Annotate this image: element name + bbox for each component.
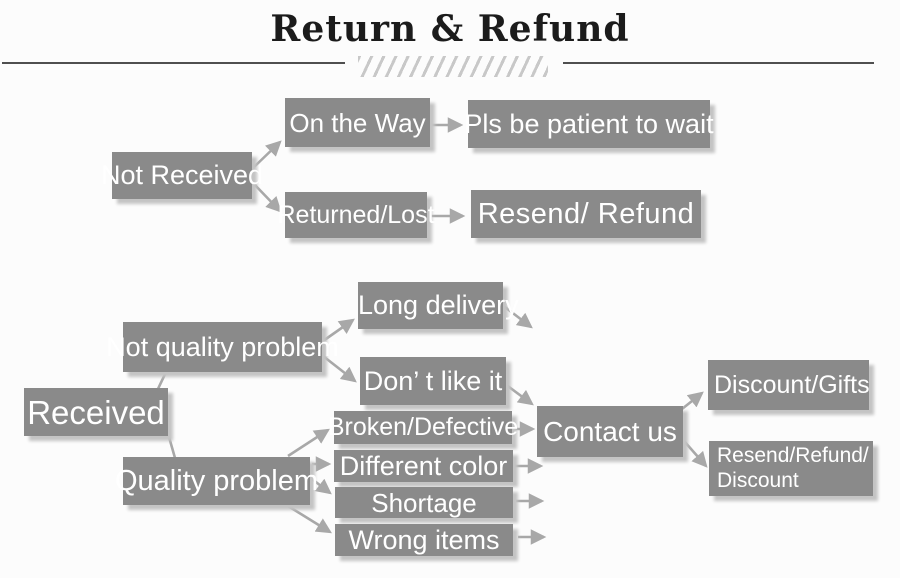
node-pls-be-patient-label: Pls be patient to wait — [464, 108, 714, 139]
arrow-notreceived-ontheway — [253, 140, 282, 168]
node-resend-refund: Resend/ Refund — [471, 190, 701, 238]
node-dont-like-it: Don’ t like it — [360, 357, 506, 405]
title-rule-right — [563, 62, 874, 64]
node-contact-us-label: Contact us — [543, 415, 677, 447]
node-pls-be-patient: Pls be patient to wait — [464, 100, 714, 148]
node-not-quality-problem: Not quality problem — [106, 322, 339, 372]
node-returned-lost-label: Returned/Lost — [277, 200, 435, 229]
arrow-notquality-dontlike — [322, 354, 357, 383]
line-received-notquality — [155, 371, 168, 392]
node-received: Received — [24, 388, 168, 436]
node-long-delivery: Long delivery — [358, 282, 519, 329]
node-discount-gifts-label: Discount/Gifts — [714, 370, 870, 399]
node-dont-like-it-label: Don’ t like it — [363, 365, 503, 396]
diagonal-hatch-decoration — [358, 56, 548, 77]
node-wrong-items-label: Wrong items — [348, 524, 500, 555]
node-resend-refund-discount: Resend/Refund/ Discount — [709, 441, 873, 496]
arrow-longdelivery-out — [500, 302, 533, 329]
node-not-quality-problem-label: Not quality problem — [106, 331, 339, 362]
node-resend-refund-label: Resend/ Refund — [477, 197, 695, 230]
node-different-color-label: Different color — [339, 450, 508, 481]
arrow-dontlike-contactus — [504, 382, 534, 406]
node-on-the-way: On the Way — [285, 98, 430, 147]
arrow-quality-shortage — [311, 477, 332, 495]
arrow-notreceived-returnedlost — [253, 183, 282, 213]
node-broken-defective-label: Broken/Defective — [327, 413, 519, 441]
node-quality-problem-label: Quality problem — [114, 464, 319, 497]
arrow-notquality-longdelivery — [322, 318, 355, 343]
node-not-received: Not Received — [101, 152, 263, 199]
node-returned-lost: Returned/Lost — [277, 192, 435, 238]
arrow-quality-wrongitems — [287, 504, 332, 534]
node-different-color: Different color — [334, 450, 513, 482]
title-rule-left — [2, 62, 345, 64]
arrow-contactus-resendrefunddiscount — [683, 440, 708, 468]
arrow-quality-broken — [287, 428, 330, 458]
node-shortage-label: Shortage — [371, 487, 477, 518]
node-quality-problem: Quality problem — [115, 457, 318, 505]
node-wrong-items: Wrong items — [335, 524, 513, 556]
arrow-contactus-discountgifts — [681, 391, 704, 411]
node-resend-refund-discount-line1: Resend/Refund/ — [717, 444, 869, 468]
node-long-delivery-label: Long delivery — [358, 290, 519, 320]
node-broken-defective: Broken/Defective — [328, 411, 518, 444]
node-received-label: Received — [27, 393, 165, 431]
node-resend-refund-discount-line2: Discount — [717, 468, 799, 492]
node-on-the-way-label: On the Way — [289, 107, 426, 138]
node-not-received-label: Not Received — [100, 160, 264, 190]
node-contact-us: Contact us — [537, 406, 683, 457]
page-title: Return & Refund — [270, 8, 630, 50]
node-resend-refund-discount-label: Resend/Refund/ Discount — [717, 444, 869, 492]
node-shortage: Shortage — [335, 487, 513, 518]
line-received-quality — [167, 436, 177, 459]
node-discount-gifts: Discount/Gifts — [708, 360, 870, 410]
